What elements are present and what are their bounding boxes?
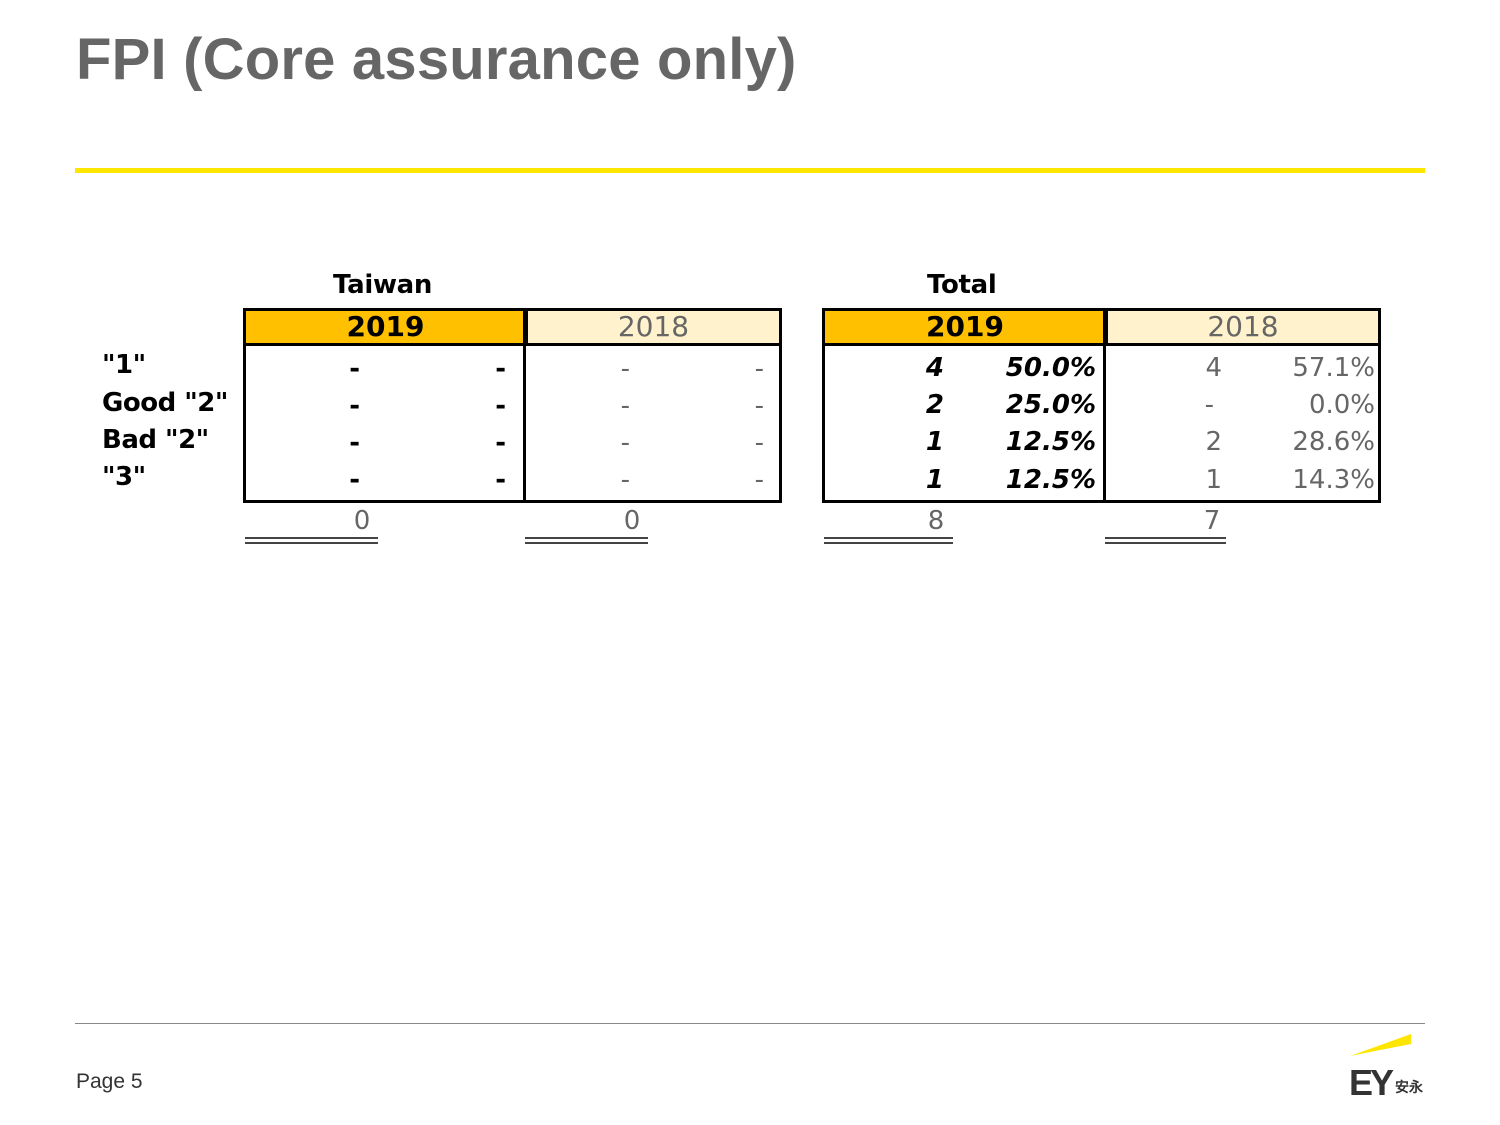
table-cell: - (349, 391, 360, 421)
table-cell: 4 (925, 353, 944, 383)
table-cell: - (620, 354, 630, 384)
title-underline (75, 168, 1425, 173)
table-cell: - (495, 354, 506, 384)
ey-logo-text: EY (1349, 1062, 1394, 1103)
table-cell: - (495, 428, 506, 458)
taiwan-2019-total: 0 (353, 506, 371, 536)
row-label-3: "3" (102, 462, 146, 492)
taiwan-table-body (243, 346, 782, 503)
table-cell: 2 (1205, 427, 1222, 457)
table-cell: - (620, 465, 630, 495)
taiwan-title: Taiwan (333, 270, 433, 300)
table-cell: 1 (925, 427, 944, 457)
total-2018-double-underline (1105, 537, 1226, 544)
table-cell: - (754, 354, 764, 384)
footer-rule (75, 1023, 1425, 1024)
row-label-1: "1" (102, 350, 146, 380)
table-cell: 25.0% (1005, 390, 1096, 420)
table-cell: - (754, 465, 764, 495)
table-cell: - (349, 354, 360, 384)
table-cell: 50.0% (1005, 353, 1096, 383)
table-cell: - (754, 428, 764, 458)
taiwan-column-divider (523, 308, 526, 503)
table-cell: 2 (925, 390, 944, 420)
row-label-bad-2: Bad "2" (102, 425, 209, 455)
taiwan-2018-double-underline (525, 537, 648, 544)
table-cell: 12.5% (1005, 465, 1096, 495)
total-header-2019: 2019 (822, 308, 1108, 346)
total-2019-total: 8 (927, 506, 945, 536)
row-label-good-2: Good "2" (102, 388, 228, 418)
ey-logo: EY 安永 (1346, 1032, 1436, 1102)
table-cell: 12.5% (1005, 427, 1096, 457)
total-2019-double-underline (824, 537, 953, 544)
total-column-divider (1103, 308, 1106, 503)
taiwan-2019-double-underline (245, 537, 378, 544)
table-cell: - (620, 428, 630, 458)
table-cell: 1 (1205, 465, 1222, 495)
table-cell: - (1204, 390, 1214, 420)
taiwan-header-2018: 2018 (525, 308, 782, 346)
table-cell: 0.0% (1308, 390, 1375, 420)
total-title: Total (927, 270, 997, 300)
total-table-body (822, 346, 1381, 503)
table-cell: - (349, 428, 360, 458)
taiwan-header-2019: 2019 (243, 308, 528, 346)
table-cell: - (349, 465, 360, 495)
ey-beam-icon (1350, 1034, 1411, 1056)
table-cell: - (495, 465, 506, 495)
table-cell: 1 (925, 465, 944, 495)
table-cell: - (620, 391, 630, 421)
taiwan-2018-total: 0 (623, 506, 641, 536)
table-cell: - (495, 391, 506, 421)
page-number: Page 5 (76, 1070, 143, 1093)
table-cell: 28.6% (1292, 427, 1375, 457)
slide-title: FPI (Core assurance only) (76, 27, 797, 92)
table-cell: 57.1% (1292, 353, 1375, 383)
ey-logo-chinese: 安永 (1395, 1080, 1423, 1096)
total-header-2018: 2018 (1105, 308, 1381, 346)
table-cell: - (754, 391, 764, 421)
table-cell: 14.3% (1292, 465, 1375, 495)
total-2018-total: 7 (1203, 506, 1221, 536)
table-cell: 4 (1205, 353, 1222, 383)
